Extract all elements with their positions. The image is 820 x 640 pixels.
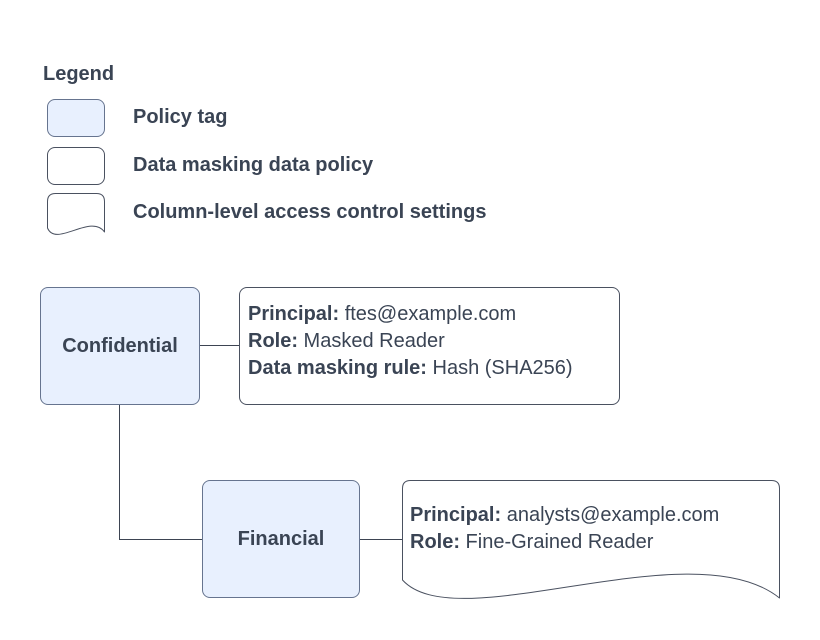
connector-confidential-to-financial-horizontal [119, 539, 203, 540]
document-swatch-shape [47, 193, 105, 235]
column-access-document-swatch [47, 193, 105, 235]
node-confidential: Confidential [40, 287, 200, 405]
column-access-settings-text: Principal: analysts@example.com Role: Fi… [410, 502, 772, 556]
connector-confidential-to-financial-vertical [119, 405, 120, 540]
connector-financial-to-settings [360, 539, 402, 540]
masking-policy-line-principal: Principal: ftes@example.com [248, 303, 517, 325]
node-confidential-label: Confidential [62, 334, 178, 357]
node-financial: Financial [202, 480, 360, 598]
node-financial-label: Financial [237, 527, 325, 550]
legend-item-policy-tag: Policy tag [133, 106, 228, 128]
masking-policy-line-rule: Data masking rule: Hash (SHA256) [248, 357, 573, 379]
document-shape [402, 480, 780, 599]
data-masking-policy-swatch [47, 147, 105, 185]
policy-tag-swatch [47, 99, 105, 137]
legend-item-data-masking-policy: Data masking data policy [133, 154, 374, 176]
legend-title: Legend [43, 63, 115, 85]
column-access-settings-document [402, 480, 780, 599]
legend-item-column-access: Column-level access control settings [133, 201, 487, 223]
connector-confidential-to-policy [200, 345, 239, 346]
column-access-line-principal: Principal: analysts@example.com [410, 504, 720, 526]
masking-policy-box: Principal: ftes@example.com Role: Masked… [239, 287, 620, 405]
column-access-line-role: Role: Fine-Grained Reader [410, 531, 654, 553]
masking-policy-line-role: Role: Masked Reader [248, 330, 445, 352]
